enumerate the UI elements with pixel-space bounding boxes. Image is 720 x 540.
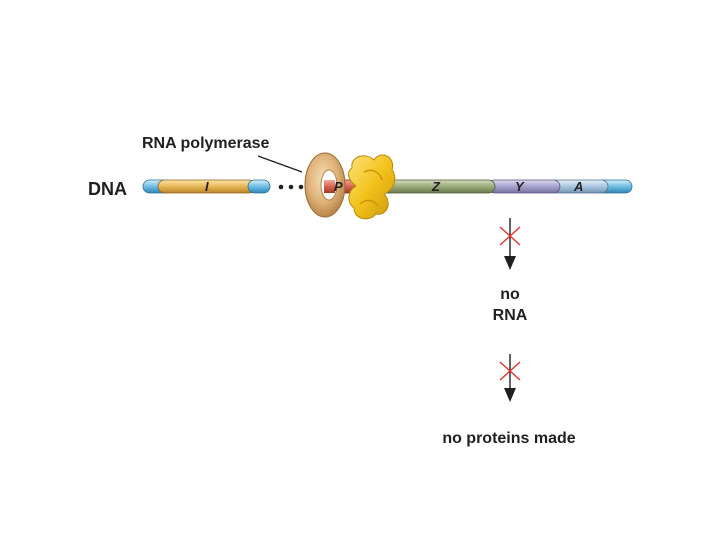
gene-y-label: Y: [515, 179, 525, 194]
gene-i-label: I: [205, 179, 209, 194]
polymerase-leader-line: [257, 155, 303, 173]
blocked-x-icon: [499, 361, 521, 381]
blocked-arrow-rna: [499, 218, 521, 270]
gene-y-region: [487, 179, 561, 194]
gene-z-label: Z: [431, 179, 441, 194]
blocked-arrow-protein: [499, 354, 521, 402]
dna-left-tail: [247, 179, 271, 194]
gene-a-label: A: [573, 179, 583, 194]
rna-polymerase-label: RNA polymerase: [142, 135, 270, 152]
dna-label: DNA: [88, 179, 127, 199]
dna-left-segment: I: [142, 179, 271, 194]
ellipsis-dots: [278, 184, 304, 190]
promoter-label: P: [334, 179, 343, 194]
no-rna-line2: RNA: [493, 307, 528, 324]
blocked-x-icon: [499, 226, 521, 246]
repressor-shape: [348, 154, 396, 220]
no-proteins-label: no proteins made: [442, 430, 575, 447]
rna-polymerase-shape: [304, 152, 346, 218]
no-rna-line1: no: [500, 286, 520, 303]
